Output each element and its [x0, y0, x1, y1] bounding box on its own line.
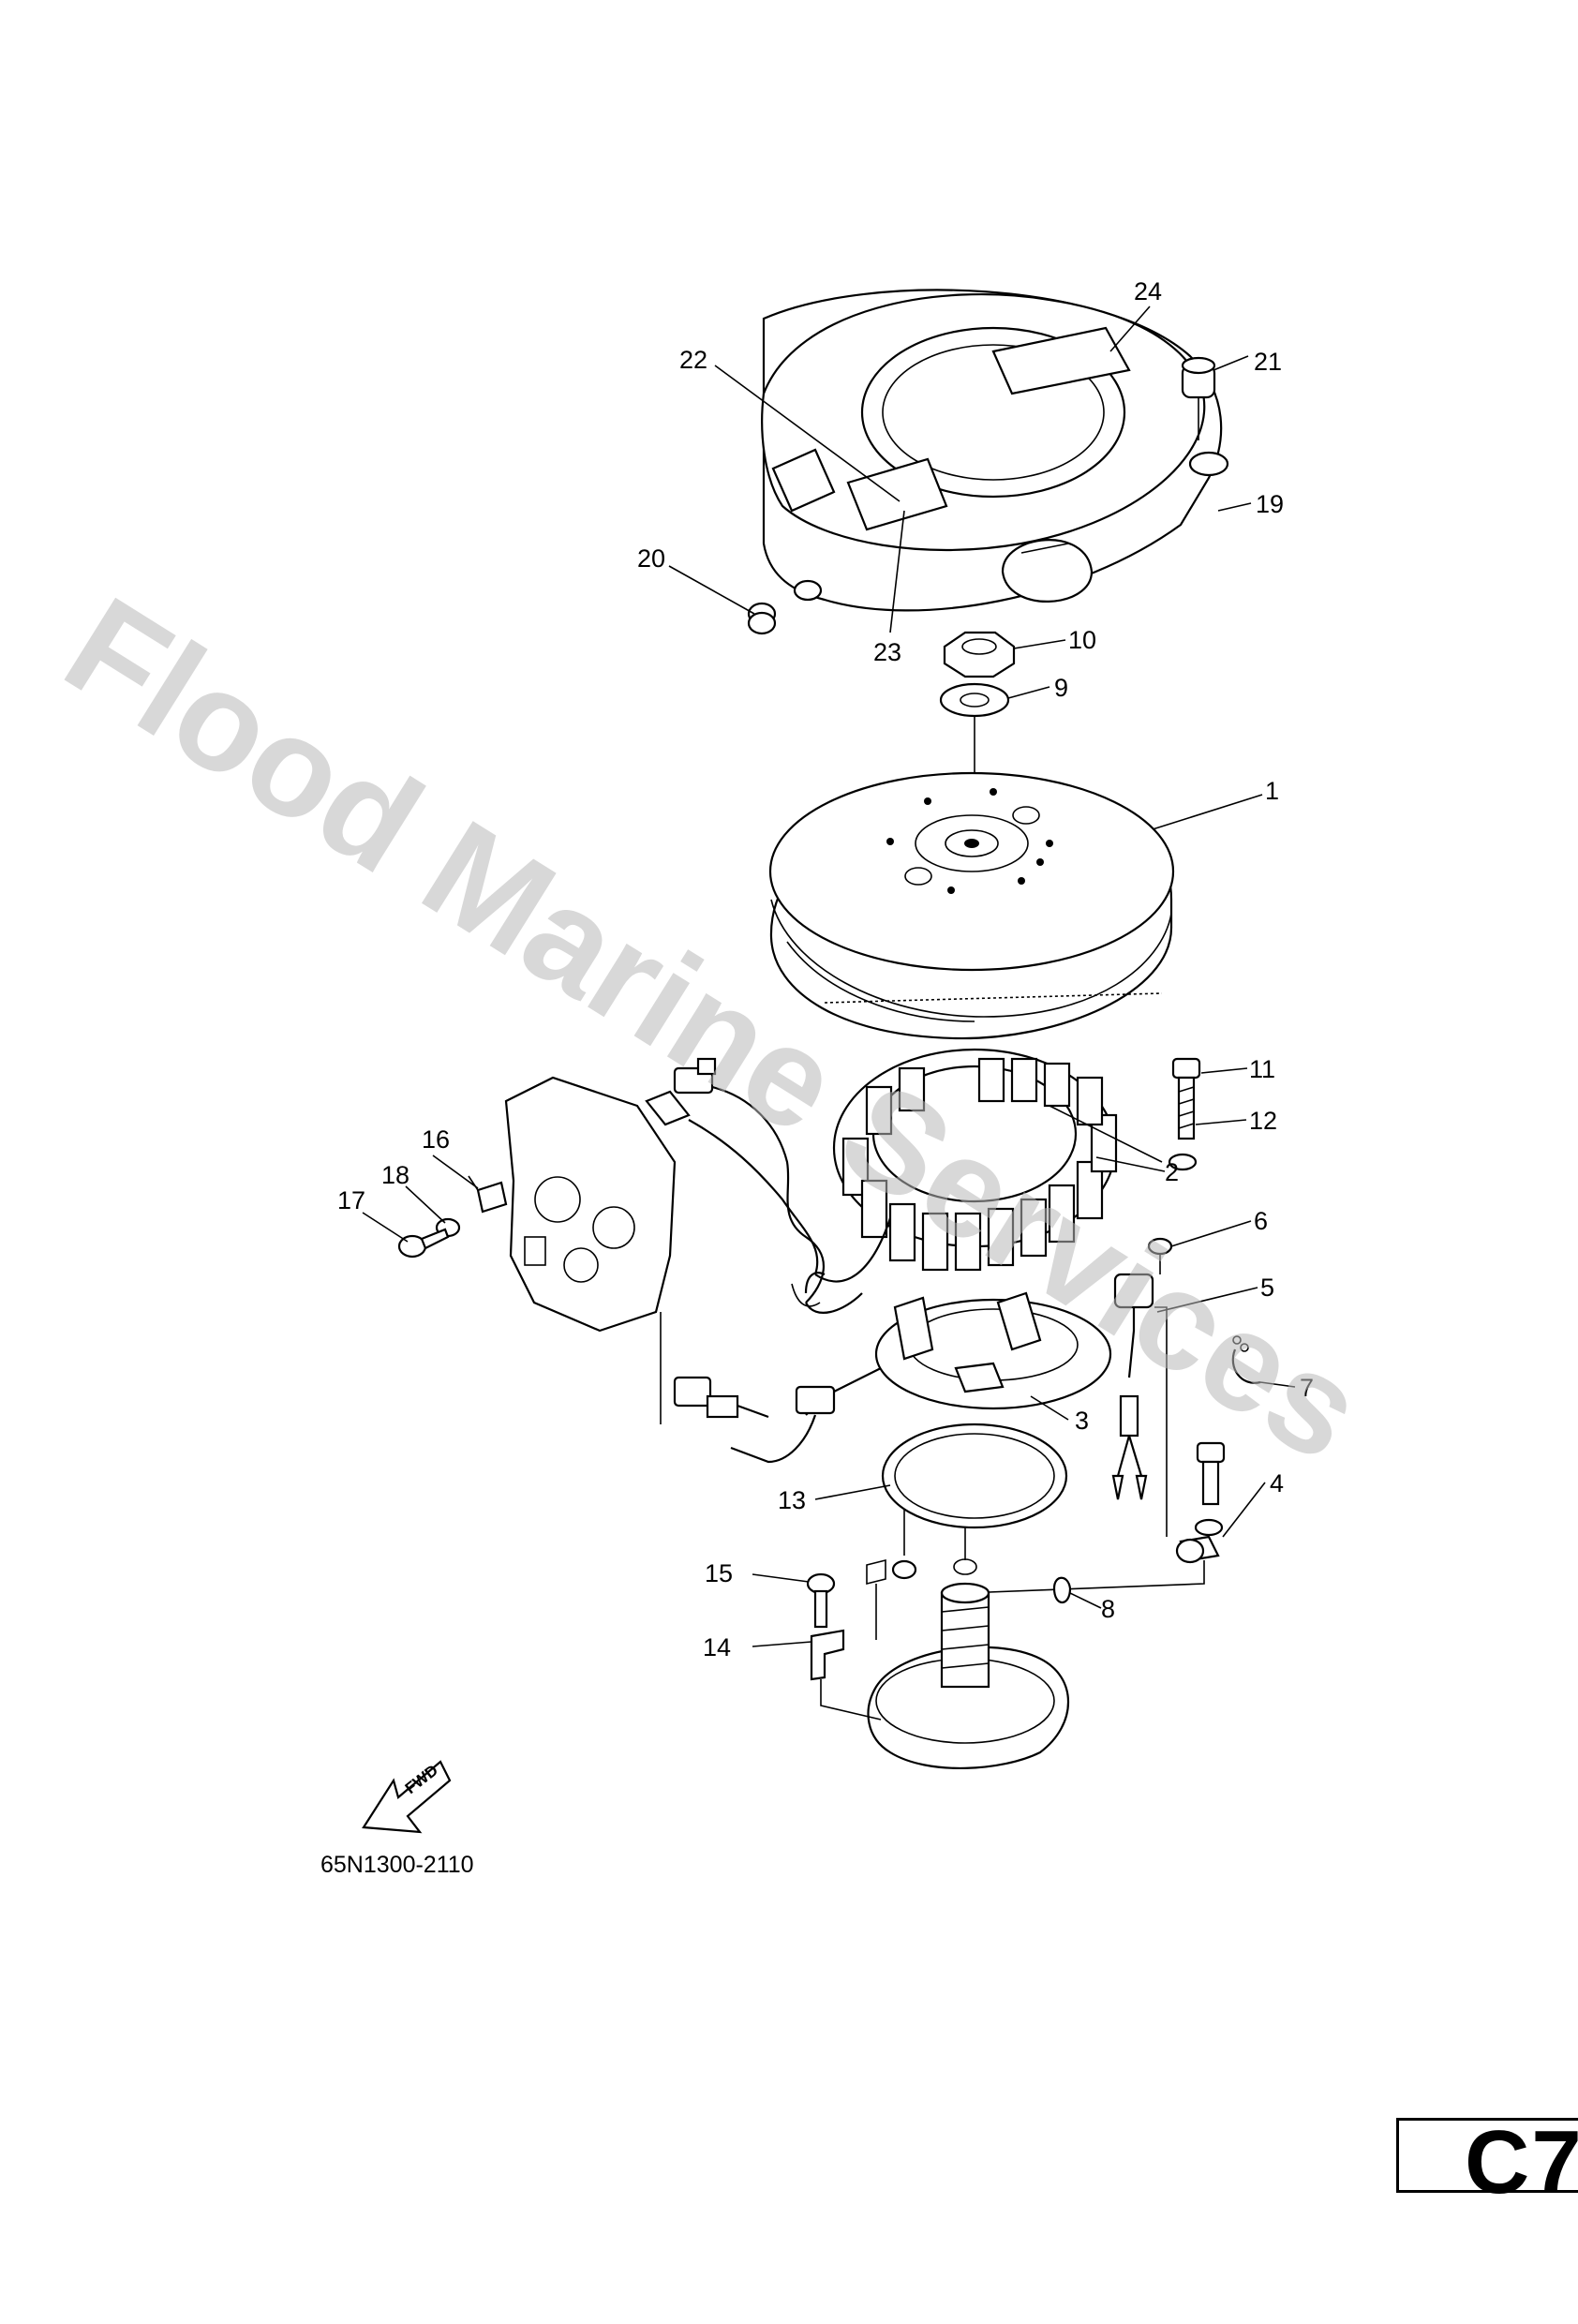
callout-22: 22: [679, 346, 707, 374]
callout-2: 2: [1165, 1158, 1179, 1186]
washer-12: [1168, 1153, 1198, 1171]
pulser-coil-3: [673, 1291, 1112, 1464]
diagram-code: 65N1300-2110: [320, 1852, 474, 1878]
callout-20: 20: [637, 544, 665, 573]
callout-16: 16: [422, 1125, 450, 1154]
watermark: Flood Marine Services: [40, 567, 1389, 1491]
flywheel-cover: [761, 289, 1229, 612]
lead-5: [1111, 1273, 1168, 1537]
callout-21: 21: [1254, 348, 1282, 376]
bolt-11: [1171, 1057, 1201, 1140]
callout-numbers: 1 2 3 4 5 6 7 8 9 10 11 12 13 14 15 16 1…: [337, 277, 1314, 1661]
screw-15: [806, 1572, 836, 1629]
stator-2: [832, 1048, 1118, 1272]
grommet-20: [747, 602, 777, 635]
callout-17: 17: [337, 1186, 365, 1214]
collar-parts: [866, 1509, 917, 1640]
callout-18: 18: [381, 1161, 409, 1189]
callout-13: 13: [778, 1486, 806, 1514]
callout-4: 4: [1270, 1469, 1284, 1497]
callout-15: 15: [705, 1559, 733, 1587]
clip-7: [1231, 1335, 1261, 1384]
fwd-arrow-icon: FWD: [362, 1760, 452, 1834]
page-reference-box: C7: [1396, 2112, 1578, 2212]
plate-16: [468, 1175, 508, 1214]
grommet-21: [1181, 356, 1216, 440]
callout-7: 7: [1300, 1374, 1314, 1402]
wire-harness: [645, 1057, 892, 1314]
washer-9: [939, 682, 1010, 718]
callout-23: 23: [873, 638, 901, 666]
callout-19: 19: [1256, 490, 1284, 518]
clamp-4: [964, 1518, 1224, 1631]
screw-17: [397, 1228, 450, 1259]
callout-24: 24: [1134, 277, 1162, 305]
bracket-housing: [504, 1076, 677, 1424]
callout-11: 11: [1249, 1055, 1275, 1083]
bracket-14: [810, 1629, 882, 1721]
callout-5: 5: [1260, 1274, 1274, 1302]
flywheel-1: [768, 771, 1175, 1040]
ring-13: [881, 1423, 1068, 1529]
callout-12: 12: [1249, 1107, 1277, 1135]
leader-lines: [362, 305, 1296, 1647]
base-plate: [867, 1527, 1069, 1769]
callout-6: 6: [1254, 1207, 1268, 1235]
page-reference: C7: [1465, 2112, 1578, 2212]
bolt-4: [1196, 1441, 1226, 1506]
callout-14: 14: [703, 1633, 731, 1661]
nut-10: [943, 631, 1016, 678]
callout-1: 1: [1265, 777, 1279, 805]
callout-9: 9: [1054, 674, 1068, 702]
key-8: [1052, 1576, 1072, 1604]
callout-3: 3: [1075, 1407, 1089, 1435]
callout-8: 8: [1101, 1595, 1115, 1623]
callout-10: 10: [1068, 626, 1096, 654]
